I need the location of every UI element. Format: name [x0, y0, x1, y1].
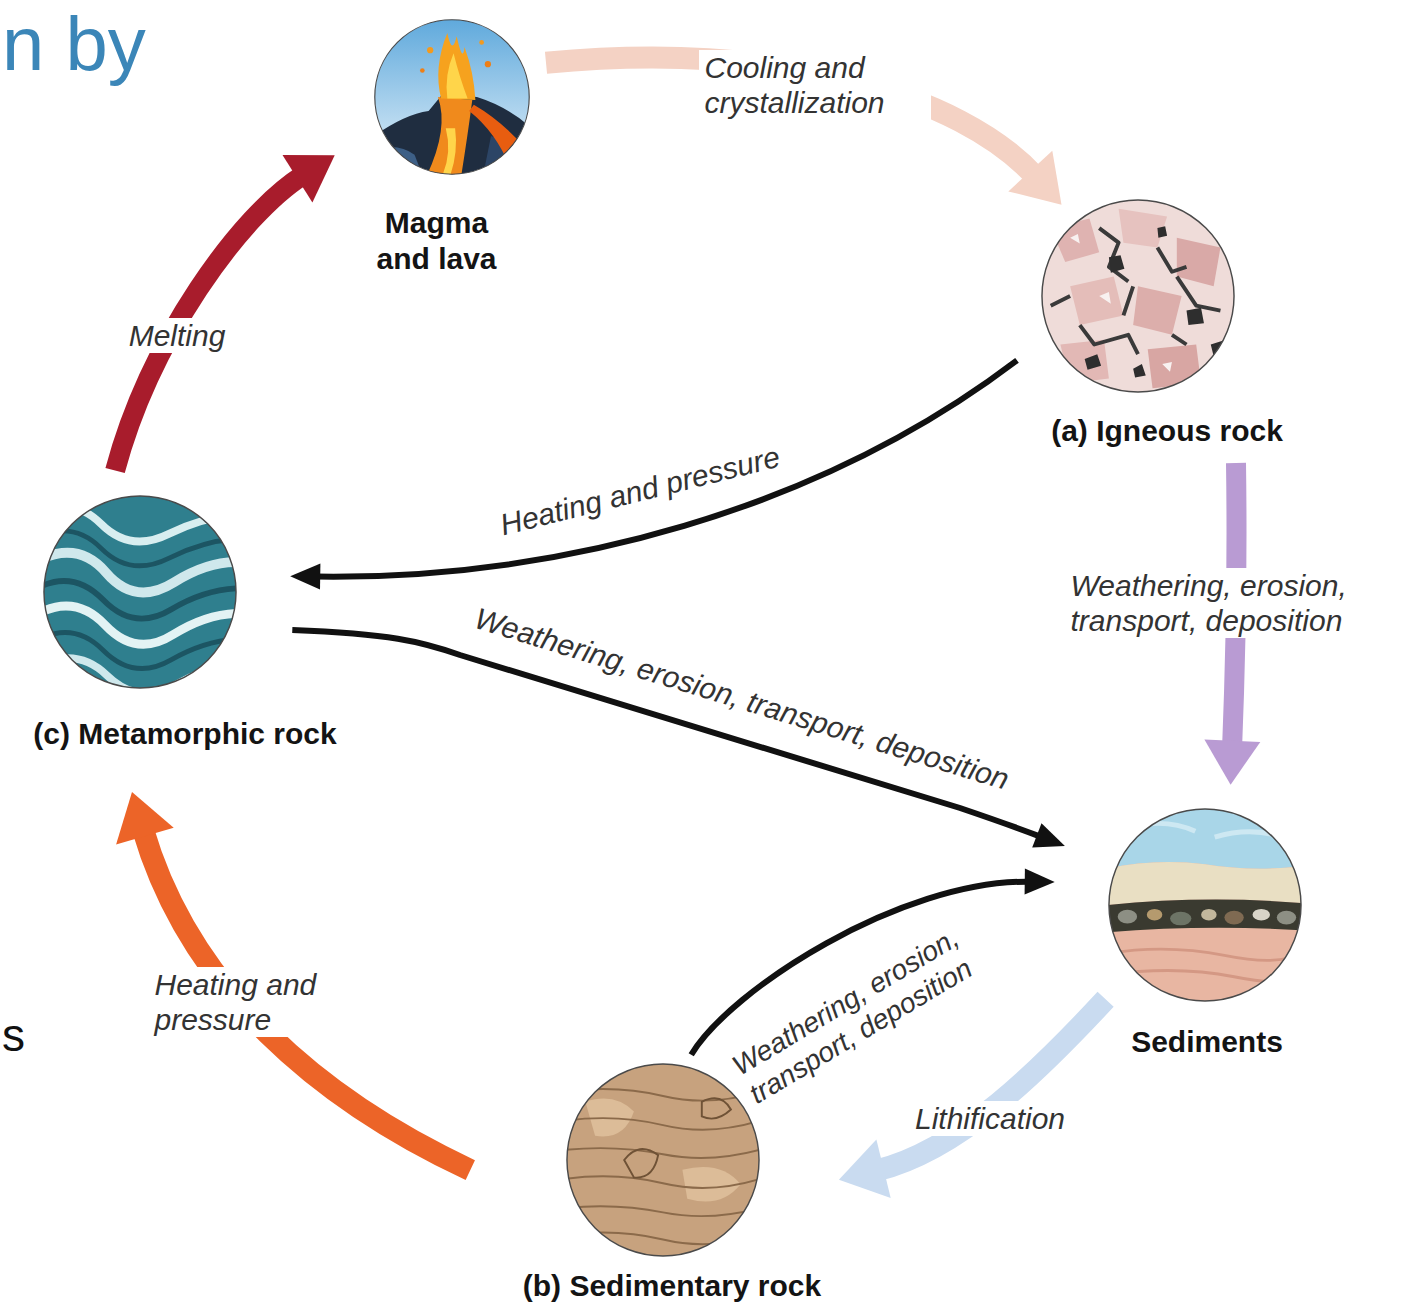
edge-label: Cooling and crystallization — [699, 50, 931, 120]
circle-outline — [567, 1064, 759, 1256]
slide-text-fragment: n by — [2, 2, 146, 86]
art-detail — [1170, 912, 1191, 926]
art-detail — [443, 128, 456, 175]
art-detail — [1277, 911, 1296, 925]
circle-outline — [44, 496, 236, 688]
circle-outline — [1109, 809, 1301, 1001]
art-detail — [1147, 909, 1163, 921]
arrow-head — [116, 792, 174, 845]
art-detail — [427, 47, 433, 53]
art-detail — [43, 581, 237, 619]
art-detail — [1108, 808, 1302, 869]
node-label: Magma and lava — [362, 205, 512, 277]
art-detail — [485, 61, 491, 67]
schist-illustration — [43, 495, 237, 689]
art-detail — [1108, 900, 1302, 933]
edge-label: Lithification — [908, 1101, 1072, 1136]
art-detail — [43, 606, 237, 644]
art-detail — [682, 1167, 740, 1202]
art-detail — [374, 94, 530, 175]
sediment-layers-illustration — [1108, 808, 1302, 1002]
art-detail — [1108, 862, 1302, 905]
circle-outline — [1042, 200, 1234, 392]
art-detail — [566, 1063, 760, 1257]
node-label: (c) Metamorphic rock — [33, 716, 338, 752]
art-detail — [427, 97, 472, 175]
circle-outline — [375, 20, 529, 174]
edge-label: Weathering, erosion, transport, depositi… — [1065, 568, 1407, 638]
art-detail — [1085, 226, 1226, 377]
node-label: (a) Igneous rock — [1051, 413, 1284, 449]
granite-texture — [1041, 199, 1235, 393]
art-detail — [447, 53, 468, 98]
art-detail — [438, 33, 475, 100]
art-detail — [1041, 199, 1235, 393]
art-detail — [1253, 909, 1270, 921]
sediment-layers — [1108, 808, 1302, 1002]
arrow-head — [839, 1140, 891, 1198]
arrow-head — [1025, 869, 1055, 895]
art-detail — [1070, 277, 1123, 326]
sandstone-illustration — [566, 1063, 760, 1257]
art-detail — [1133, 286, 1182, 335]
node-label: Sediments — [1131, 1024, 1284, 1060]
art-detail — [1108, 949, 1302, 982]
art-detail — [420, 68, 425, 73]
art-detail — [1118, 910, 1137, 924]
art-detail — [1070, 234, 1172, 372]
edge-label: Weathering, erosion, transport, depositi… — [464, 598, 1019, 798]
slide-text-fragment: s — [2, 1010, 25, 1061]
art-detail — [43, 632, 237, 668]
art-detail — [1224, 911, 1243, 925]
arrow-head — [1008, 151, 1061, 205]
magma-scene — [374, 19, 530, 175]
art-detail — [43, 553, 237, 593]
schist-texture — [43, 495, 237, 689]
arrow-head — [1032, 823, 1065, 847]
connector-line — [877, 999, 1106, 1170]
art-detail — [1051, 228, 1221, 354]
connector-line — [316, 360, 1017, 576]
art-detail — [1108, 808, 1302, 1002]
art-detail — [479, 40, 484, 45]
granite-illustration — [1041, 199, 1235, 393]
art-detail — [566, 1089, 760, 1244]
art-detail — [1177, 238, 1221, 286]
rock-node: Magma and lava — [362, 19, 531, 277]
art-detail — [1201, 909, 1217, 921]
magma-illustration — [374, 19, 530, 175]
edge-label: Weathering, erosion, transport, depositi… — [721, 896, 1022, 1113]
rock-node: (c) Metamorphic rock — [33, 495, 338, 752]
edge-label: Heating and pressure — [149, 967, 361, 1037]
connector — [290, 360, 1017, 589]
arrow-head — [290, 564, 320, 590]
edge-label: Melting — [122, 318, 232, 353]
art-detail — [374, 147, 422, 175]
art-detail — [374, 19, 530, 175]
art-detail — [624, 1098, 731, 1177]
connector — [116, 792, 470, 1170]
rock-node: Sediments — [1108, 808, 1302, 1060]
arrow-head — [1204, 740, 1260, 785]
rock-node: (a) Igneous rock — [1041, 199, 1284, 449]
sandstone-texture — [566, 1063, 760, 1257]
art-detail — [43, 658, 237, 689]
connector — [115, 155, 335, 470]
node-label: (b) Sedimentary rock — [522, 1268, 822, 1304]
edge-label: Heating and pressure — [490, 437, 790, 544]
connector-line — [143, 830, 470, 1171]
arrow-head — [283, 155, 335, 202]
art-detail — [469, 105, 530, 175]
connector-line — [115, 175, 303, 470]
art-detail — [1148, 345, 1201, 389]
